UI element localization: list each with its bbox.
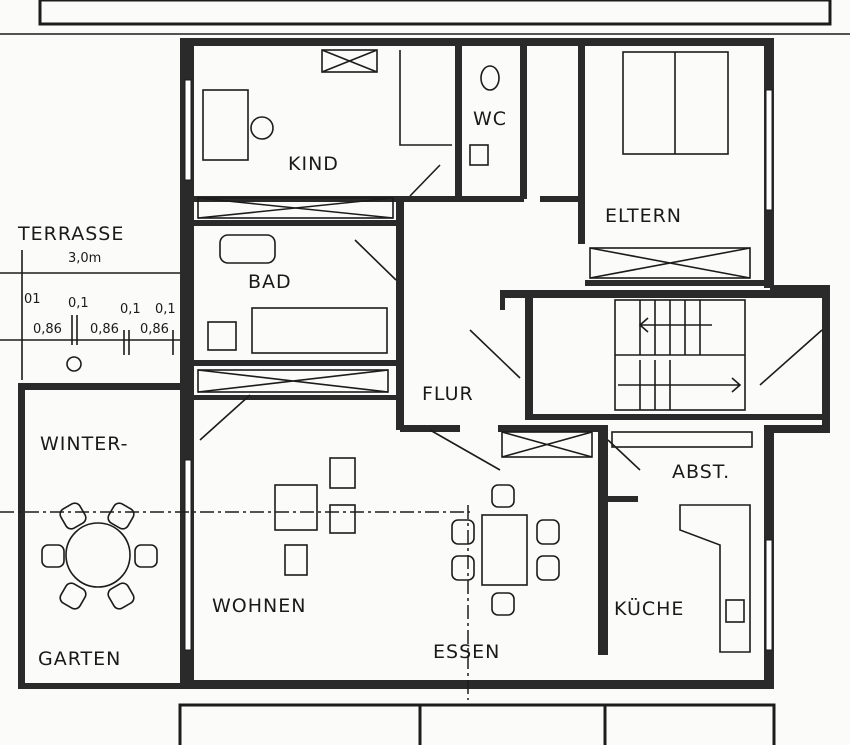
room-label-garten: GARTEN [38,648,121,670]
room-label-essen: ESSEN [433,641,500,663]
room-label-winter: WINTER- [40,433,129,455]
winter-garden [0,383,470,700]
outer-walls [180,38,830,689]
doors [199,164,823,471]
dim-label: 0,1 [120,302,141,317]
room-label-eltern: ELTERN [605,205,682,227]
room-label-flur: FLUR [422,383,474,405]
staircase [614,299,746,411]
dim-label: 01 [24,292,41,307]
width-label: 0,86 [33,322,62,337]
terrace-dimensions [0,250,180,380]
furniture [41,50,751,653]
room-label-wc: WC [473,108,507,130]
dim-label: 0,1 [155,302,176,317]
width-label: 0,86 [90,322,119,337]
room-label-abst: ABST. [672,461,730,483]
room-label-kueche: KÜCHE [614,597,684,620]
terrace-label: TERRASSE [17,223,124,245]
width-label: 0,86 [140,322,169,337]
dim-label: 0,1 [68,296,89,311]
room-label-bad: BAD [248,271,292,293]
upper-wall-strip [0,0,850,35]
interior-walls [194,44,830,655]
terrace-width: 3,0m [68,251,101,266]
room-label-wohnen: WOHNEN [212,595,306,617]
wardrobes [197,49,753,458]
lower-wall-strip [178,703,776,745]
room-label-kind: KIND [288,153,339,175]
